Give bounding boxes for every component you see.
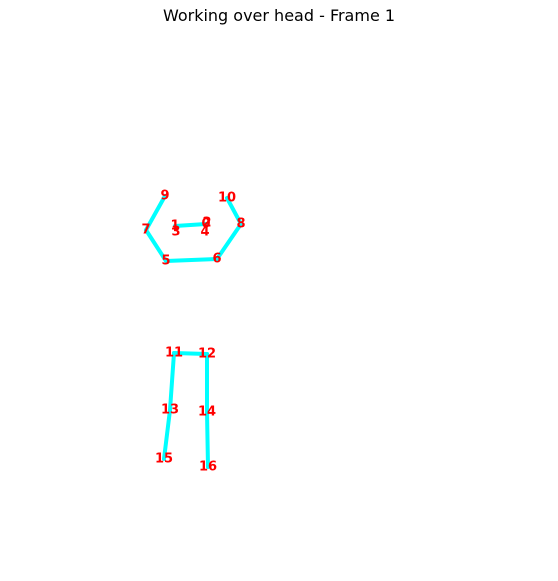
keypoint-label-8: 8: [236, 217, 245, 232]
keypoint-label-9: 9: [160, 189, 169, 204]
skeleton-edge-13-15: [162, 408, 172, 461]
keypoint-label-7: 7: [141, 223, 150, 238]
skeleton-edge-8-10: [225, 196, 243, 226]
keypoint-label-11: 11: [165, 346, 183, 361]
keypoint-label-16: 16: [199, 460, 217, 475]
skeleton-edge-14-16: [205, 410, 210, 469]
keypoint-label-1: 1: [170, 219, 179, 234]
skeleton-edge-6-8: [215, 222, 243, 261]
skeleton-edge-1-0: [173, 222, 208, 228]
figure-title: Working over head - Frame 1: [162, 6, 396, 25]
keypoint-label-13: 13: [161, 403, 179, 418]
keypoint-label-2: 2: [202, 216, 211, 231]
skeleton-edge-7-5: [144, 228, 168, 263]
keypoint-label-12: 12: [198, 347, 216, 362]
skeleton-edge-9-7: [144, 194, 167, 232]
keypoint-label-15: 15: [155, 452, 173, 467]
skeleton-edge-11-13: [168, 351, 176, 412]
keypoint-label-6: 6: [212, 252, 221, 267]
skeleton-edge-5-6: [164, 257, 219, 263]
keypoint-label-3: 3: [171, 225, 180, 240]
keypoint-label-0: 0: [201, 217, 210, 232]
skeleton-edges: [144, 194, 243, 469]
keypoint-label-4: 4: [200, 225, 209, 240]
keypoint-label-14: 14: [198, 405, 216, 420]
keypoint-label-10: 10: [218, 191, 236, 206]
skeleton-edge-11-12: [172, 351, 209, 356]
keypoint-label-5: 5: [161, 254, 170, 269]
